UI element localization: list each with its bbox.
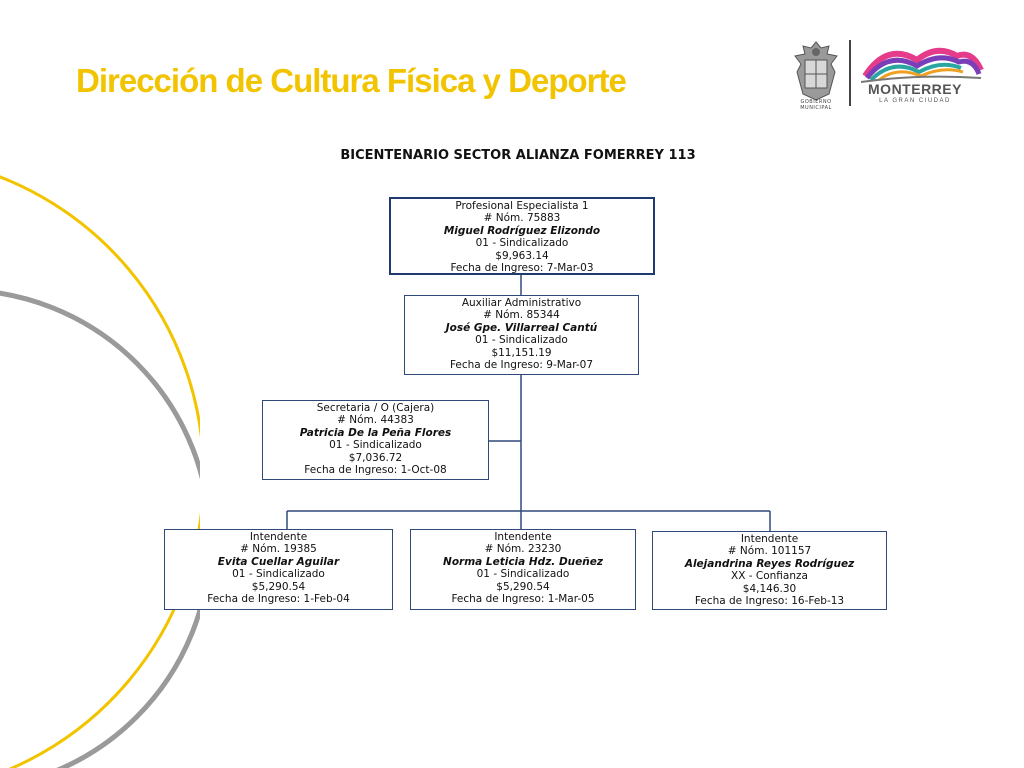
node-ingreso: Fecha de Ingreso: 1-Feb-04 [207,593,350,606]
gray-arc [0,290,200,768]
node-name: Alejandrina Reyes Rodríguez [684,557,855,570]
node-status: 01 - Sindicalizado [475,334,568,347]
node-salary: $5,290.54 [496,580,550,593]
node-salary: $5,290.54 [251,580,306,593]
node-role: Auxiliar Administrativo [461,297,582,309]
node-ingreso: Fecha de Ingreso: 9-Mar-07 [449,359,594,372]
node-name: Evita Cuellar Aguilar [217,555,340,568]
node-salary: $4,146.30 [742,582,797,595]
node-name: Norma Leticia Hdz. Dueñez [443,555,603,568]
node-ingreso: Fecha de Ingreso: 7-Mar-03 [450,262,594,275]
node-name: Miguel Rodríguez Elizondo [443,224,601,237]
node-ingreso: Fecha de Ingreso: 16-Feb-13 [694,595,845,608]
node-nomina: # Nóm. 85344 [483,309,560,322]
org-node-profesional: Profesional Especialista 1 # Nóm. 75883 … [389,197,655,275]
logo-tagline: LA GRAN CIUDAD [879,98,951,104]
node-status: XX - Confianza [731,570,808,583]
node-salary: $9,963.14 [495,249,549,262]
node-nomina: # Nóm. 75883 [483,212,561,225]
node-ingreso: Fecha de Ingreso: 1-Oct-08 [304,464,447,477]
node-salary: $7,036.72 [348,451,403,464]
org-node-auxiliar: Auxiliar Administrativo # Nóm. 85344 Jos… [404,295,639,375]
node-status: 01 - Sindicalizado [476,568,570,581]
node-salary: $11,151.19 [491,346,552,359]
node-name: Patricia De la Peña Flores [299,426,452,439]
node-name: José Gpe. Villarreal Cantú [445,321,598,334]
org-node-secretaria: Secretaria / O (Cajera) # Nóm. 44383 Pat… [262,400,489,480]
org-chart-title: BICENTENARIO SECTOR ALIANZA FOMERREY 113 [340,148,696,163]
node-status: 01 - Sindicalizado [232,568,325,581]
node-role: Intendente [494,531,552,543]
node-status: 01 - Sindicalizado [475,237,569,250]
node-nomina: # Nóm. 23230 [484,543,562,556]
node-ingreso: Fecha de Ingreso: 1-Mar-05 [451,593,595,606]
org-node-intendente-2: Intendente # Nóm. 23230 Norma Leticia Hd… [410,529,636,610]
node-role: Secretaria / O (Cajera) [316,402,435,414]
monterrey-logo-icon [860,47,984,83]
node-nomina: # Nóm. 101157 [727,545,812,558]
node-nomina: # Nóm. 44383 [337,414,414,427]
node-role: Intendente [740,533,799,545]
seal-caption: GOBIERNO MUNICIPAL [800,99,832,111]
decorative-arcs [0,175,200,768]
yellow-arc [0,175,200,768]
page-title: Dirección de Cultura Física y Deporte [76,62,627,99]
org-node-intendente-1: Intendente # Nóm. 19385 Evita Cuellar Ag… [164,529,393,610]
logo-wordmark: MONTERREY [868,81,962,97]
node-nomina: # Nóm. 19385 [240,543,317,556]
municipal-seal-icon [794,41,838,101]
node-role: Intendente [249,531,308,543]
logo-divider [849,40,851,106]
node-role: Profesional Especialista 1 [455,200,589,212]
header-logos: GOBIERNO MUNICIPAL MONTERREY LA GRAN CIU… [785,36,985,112]
org-node-intendente-3: Intendente # Nóm. 101157 Alejandrina Rey… [652,531,887,610]
node-status: 01 - Sindicalizado [329,439,422,452]
